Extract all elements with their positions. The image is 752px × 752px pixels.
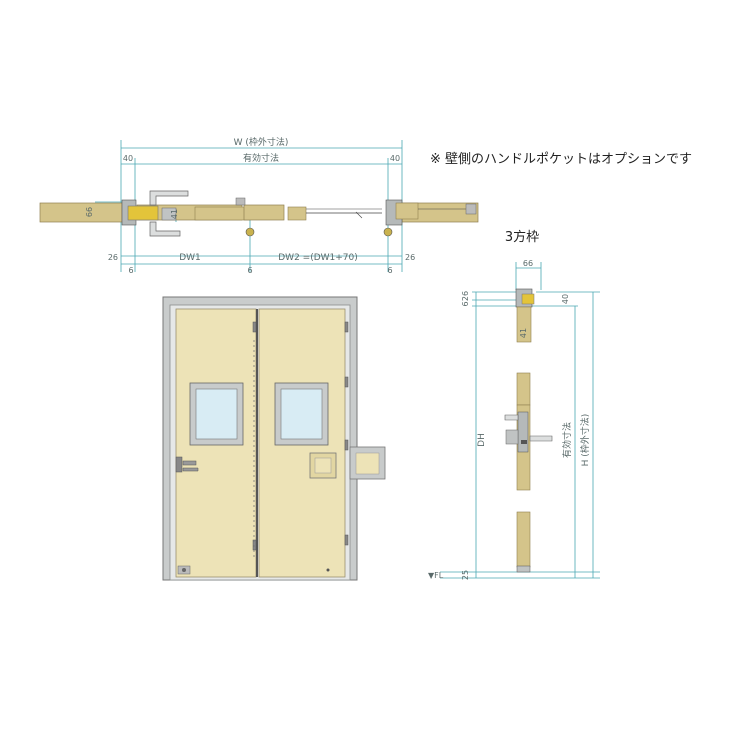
plan-wall-left (39, 202, 123, 223)
sec-dim-26: 26 (461, 291, 470, 301)
dim-40-left: 40 (123, 154, 133, 163)
sec-dim-dh: DH (477, 433, 487, 447)
section-leaf-lower (516, 511, 531, 568)
dim-26-right: 26 (405, 253, 415, 262)
sec-dim-41: 41 (519, 328, 528, 338)
sec-dim-25: 25 (461, 570, 470, 580)
dim-effective-label: 有効寸法 (243, 152, 279, 164)
dim-6-c: 6 (387, 266, 392, 275)
elevation-lock (175, 456, 183, 473)
sec-fl-mark: ▼FL (428, 571, 444, 580)
frame-type-label: 3方枠 (505, 229, 539, 245)
section-leaf-upper (516, 372, 531, 406)
sec-dim-40: 40 (561, 294, 570, 304)
option-note: ※ 壁側のハンドルポケットはオプションです (430, 152, 692, 167)
dim-66: 66 (85, 207, 94, 217)
sec-dim-66: 66 (523, 259, 533, 268)
plan-lever-handle (149, 190, 189, 206)
dim-w-label: W (枠外寸法) (234, 136, 289, 148)
dim-41: 41 (170, 209, 179, 219)
elevation-lever (182, 467, 199, 472)
dim-6-b: 6 (247, 266, 252, 275)
elevation-view (162, 296, 386, 581)
sec-dim-h: H (枠外寸法) (579, 414, 591, 467)
sec-dim-effective: 有効寸法 (561, 422, 573, 458)
dim-dw2: DW2 =(DW1+70) (278, 253, 358, 263)
dim-6-a: 6 (128, 266, 133, 275)
dim-26-left: 26 (108, 253, 118, 262)
section-lever (504, 414, 553, 442)
sec-dim-6: 6 (461, 301, 470, 306)
section-view: 3方枠 (428, 229, 600, 580)
plan-leaf-right (243, 204, 285, 221)
dim-40-right: 40 (390, 154, 400, 163)
dim-dw1: DW1 (179, 253, 201, 263)
plan-view: W (枠外寸法) 有効寸法 40 40 66 41 26 26 DW1 DW2 … (39, 136, 479, 275)
